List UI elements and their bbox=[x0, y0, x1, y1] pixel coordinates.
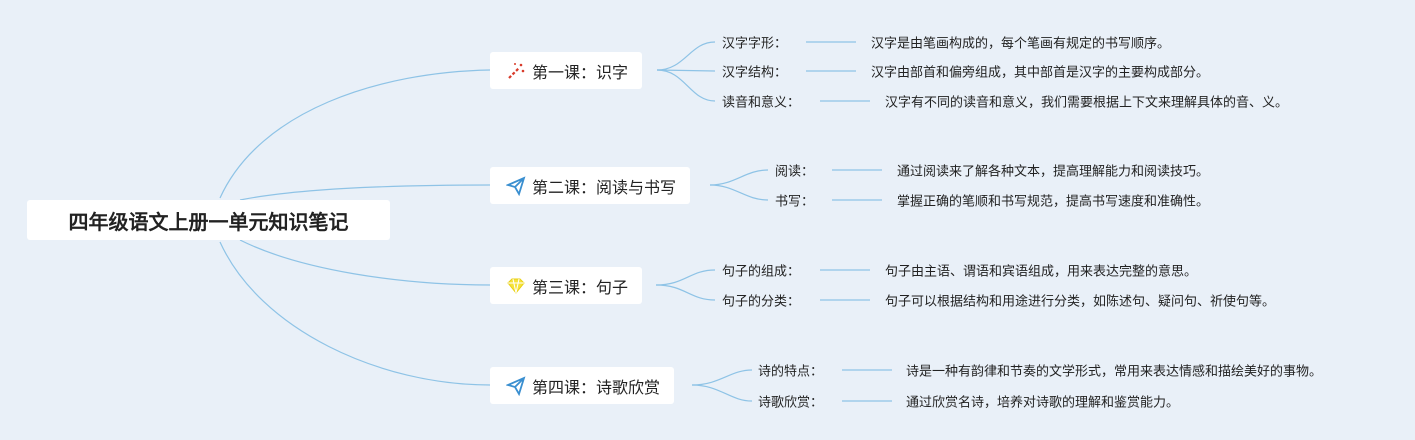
subtopic-description[interactable]: 汉字有不同的读音和意义，我们需要根据上下文来理解具体的音、义。 bbox=[885, 95, 1289, 111]
paper-plane-icon bbox=[506, 375, 526, 396]
subtopic-description[interactable]: 诗是一种有韵律和节奏的文学形式，常用来表达情感和描绘美好的事物。 bbox=[906, 364, 1323, 380]
subtopic-label[interactable]: 汉字字形： bbox=[722, 36, 788, 52]
subtopic-label[interactable]: 书写： bbox=[775, 194, 815, 210]
subtopic-label[interactable]: 诗的特点： bbox=[758, 364, 824, 380]
lesson-title: 第三课：句子 bbox=[532, 277, 629, 297]
lesson-title: 第二课：阅读与书写 bbox=[532, 177, 677, 197]
subtopic-description[interactable]: 通过阅读来了解各种文本，提高理解能力和阅读技巧。 bbox=[897, 164, 1210, 180]
lesson-1-topic[interactable]: 第一课：识字 bbox=[490, 52, 643, 89]
subtopic-label[interactable]: 读音和意义： bbox=[722, 95, 801, 111]
subtopic-description[interactable]: 掌握正确的笔顺和书写规范，提高书写速度和准确性。 bbox=[897, 194, 1210, 210]
subtopic-label[interactable]: 阅读： bbox=[775, 164, 815, 180]
lesson-3-topic[interactable]: 第三课：句子 bbox=[490, 267, 643, 304]
lesson-title: 第四课：诗歌欣赏 bbox=[532, 377, 661, 397]
subtopic-label[interactable]: 句子的分类： bbox=[722, 294, 801, 310]
subtopic-description[interactable]: 汉字由部首和偏旁组成，其中部首是汉字的主要构成部分。 bbox=[871, 65, 1210, 81]
subtopic-label[interactable]: 诗歌欣赏： bbox=[758, 395, 824, 411]
subtopic-description[interactable]: 句子由主语、谓语和宾语组成，用来表达完整的意思。 bbox=[885, 264, 1198, 280]
lesson-title: 第一课：识字 bbox=[532, 62, 629, 82]
paper-plane-icon bbox=[506, 175, 526, 196]
subtopic-description[interactable]: 汉字是由笔画构成的，每个笔画有规定的书写顺序。 bbox=[871, 36, 1171, 52]
diamond-icon bbox=[506, 276, 526, 296]
root-topic[interactable]: 四年级语文上册一单元知识笔记 bbox=[27, 200, 390, 240]
lesson-2-topic[interactable]: 第二课：阅读与书写 bbox=[490, 167, 691, 204]
subtopic-description[interactable]: 通过欣赏名诗，培养对诗歌的理解和鉴赏能力。 bbox=[906, 395, 1180, 411]
subtopic-label[interactable]: 汉字结构： bbox=[722, 65, 788, 81]
lesson-4-topic[interactable]: 第四课：诗歌欣赏 bbox=[490, 367, 675, 404]
magic-wand-icon bbox=[506, 61, 526, 81]
subtopic-description[interactable]: 句子可以根据结构和用途进行分类，如陈述句、疑问句、祈使句等。 bbox=[885, 294, 1276, 310]
subtopic-label[interactable]: 句子的组成： bbox=[722, 264, 801, 280]
